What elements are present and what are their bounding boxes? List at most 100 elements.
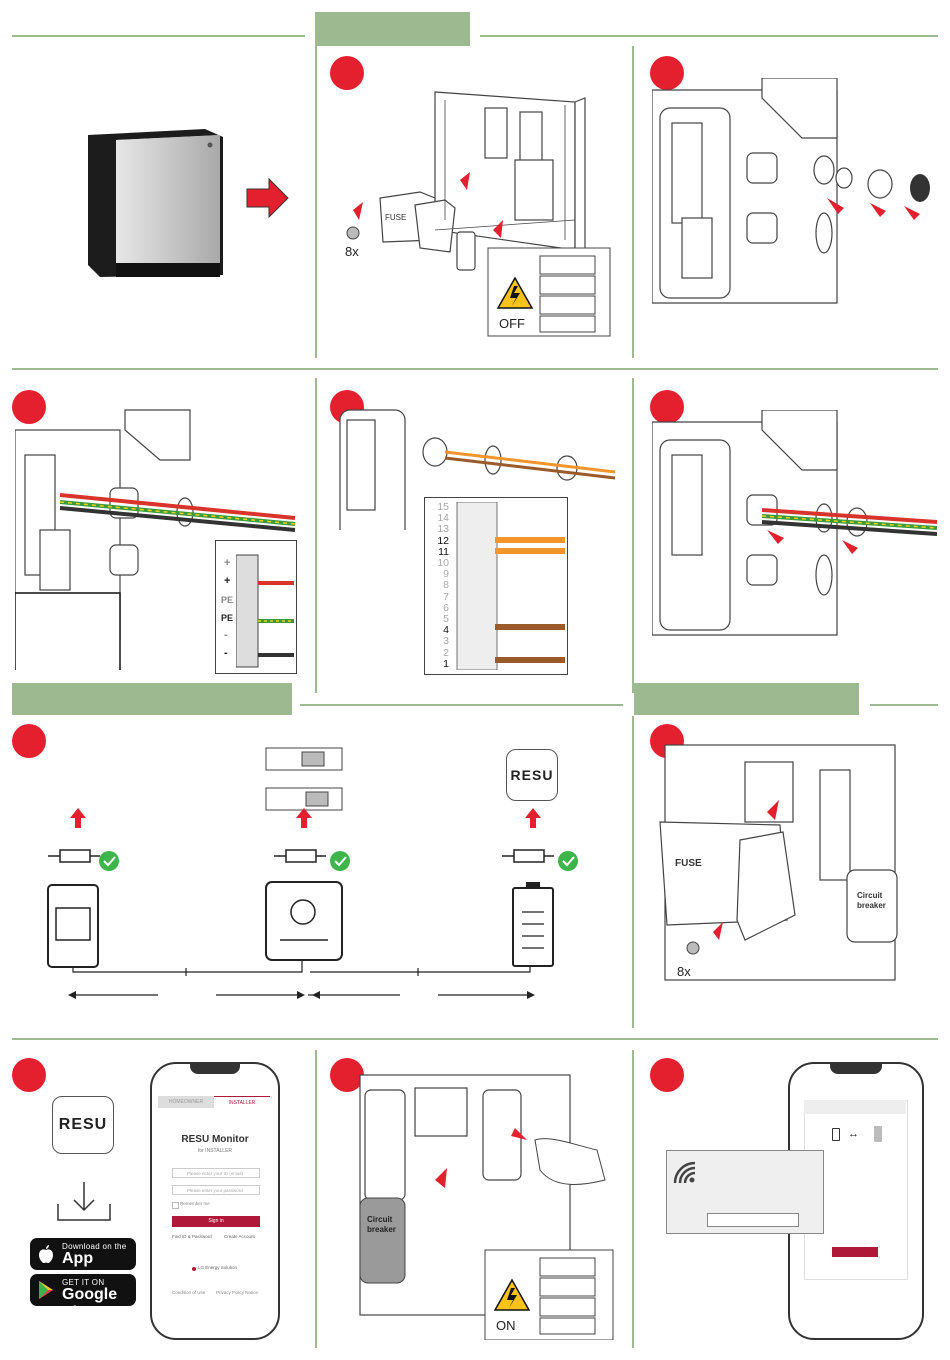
divider-col1-row1 bbox=[315, 46, 317, 358]
svg-text:FUSE: FUSE bbox=[385, 213, 406, 222]
terminal-legend: + + PE PE - - bbox=[215, 540, 297, 674]
password-field[interactable]: Please enter your password bbox=[172, 1185, 260, 1195]
resu-app-icon: RESU bbox=[506, 749, 558, 801]
divider-col2-row1 bbox=[632, 46, 634, 358]
terminal-number: 3 bbox=[443, 635, 449, 648]
phone-login-screen: HOMEOWNER INSTALLER RESU Monitor for INS… bbox=[150, 1062, 280, 1340]
divider-top-left bbox=[12, 35, 305, 37]
terminal-number: 13 bbox=[437, 523, 449, 536]
wifi-card bbox=[666, 1150, 824, 1234]
right-arrow-icon bbox=[246, 177, 289, 219]
divider-col2-row4 bbox=[632, 1050, 634, 1348]
terminal-number: 9 bbox=[443, 568, 449, 581]
step-marker bbox=[330, 56, 364, 90]
resu-logo: RESU bbox=[58, 1116, 108, 1133]
connect-button[interactable] bbox=[832, 1247, 878, 1257]
company-name: LG Energy Solution bbox=[198, 1265, 238, 1270]
terminal-number: 12 bbox=[437, 534, 449, 547]
off-label: OFF bbox=[499, 316, 525, 331]
terminal-label-pe: PE bbox=[221, 613, 234, 623]
section-tab-right bbox=[634, 683, 859, 715]
google-play-label: Google Play bbox=[62, 1286, 118, 1321]
breaker-on-illustration: Circuit breaker bbox=[359, 1074, 614, 1340]
screw-quantity: 8x bbox=[345, 244, 359, 259]
svg-text:breaker: breaker bbox=[367, 1225, 396, 1234]
divider-row1 bbox=[12, 368, 938, 370]
terminal-number: 8 bbox=[443, 579, 449, 592]
divider-row3 bbox=[12, 1038, 938, 1040]
system-diagram bbox=[47, 747, 578, 999]
tab-installer[interactable]: INSTALLER bbox=[214, 1096, 270, 1109]
app-store-button[interactable]: Download on the App Store bbox=[30, 1238, 136, 1285]
id-field[interactable]: Please enter your ID (email) bbox=[172, 1168, 260, 1178]
communication-wiring-illustration bbox=[339, 409, 616, 530]
terminal-number: 6 bbox=[443, 601, 449, 614]
section-tab-left bbox=[12, 683, 292, 715]
app-store-caption: Download on the bbox=[62, 1242, 127, 1251]
privacy-link[interactable]: Privacy Policy Notice bbox=[216, 1290, 259, 1295]
download-icon bbox=[57, 1182, 111, 1221]
terminal-number: 2 bbox=[443, 646, 449, 659]
terminal-label-minus: - bbox=[224, 647, 228, 659]
terminal-label-plus: + bbox=[224, 557, 231, 569]
step-marker bbox=[650, 56, 684, 90]
section-tab-top bbox=[315, 12, 470, 46]
on-label: ON bbox=[496, 1318, 516, 1333]
step-marker bbox=[12, 1058, 46, 1092]
terminal-number: 15 bbox=[437, 501, 449, 513]
divider-row2-mid bbox=[300, 704, 623, 706]
phone-notch bbox=[830, 1064, 882, 1074]
reattach-cover-illustration: FUSE Circuit breaker bbox=[659, 744, 898, 981]
svg-text:FUSE: FUSE bbox=[675, 858, 702, 869]
google-play-icon bbox=[39, 1281, 53, 1299]
divider-col1-row4 bbox=[315, 1050, 317, 1348]
link-arrows-icon: ↔ bbox=[848, 1128, 859, 1140]
company-logo bbox=[192, 1267, 196, 1271]
terminal-wires bbox=[236, 554, 294, 668]
terminal-block-wires bbox=[456, 502, 565, 670]
screw-quantity: 8x bbox=[677, 964, 691, 979]
terminal-label-pe: PE bbox=[221, 595, 234, 605]
login-title: RESU Monitor bbox=[181, 1134, 249, 1145]
tab-homeowner[interactable]: HOMEOWNER bbox=[158, 1096, 214, 1108]
phone-notch bbox=[190, 1064, 240, 1074]
google-play-caption: GET IT ON bbox=[62, 1278, 105, 1287]
terminal-number: 1 bbox=[443, 657, 449, 670]
svg-text:breaker: breaker bbox=[857, 901, 886, 910]
wifi-password-field[interactable] bbox=[707, 1213, 799, 1227]
terminal-number: 5 bbox=[443, 613, 449, 626]
screen-header bbox=[804, 1100, 906, 1114]
divider-col1-row2 bbox=[315, 378, 317, 693]
battery-icon bbox=[874, 1126, 882, 1142]
step-marker bbox=[330, 1058, 364, 1092]
divider-col2-row2 bbox=[632, 378, 634, 693]
divider-row2-right bbox=[870, 704, 938, 706]
terminal-label-plus: + bbox=[224, 575, 231, 587]
terminal-number: 4 bbox=[443, 624, 449, 637]
resu-logo: RESU bbox=[510, 767, 554, 783]
battery-unit-illustration bbox=[88, 129, 223, 277]
step-marker bbox=[650, 1058, 684, 1092]
find-id-link[interactable]: Find ID & Password bbox=[172, 1234, 212, 1239]
phone-icon bbox=[832, 1128, 840, 1141]
svg-text:Circuit: Circuit bbox=[367, 1215, 393, 1224]
wifi-icon bbox=[673, 1161, 696, 1184]
resu-app-icon: RESU bbox=[52, 1096, 114, 1154]
step-marker bbox=[650, 390, 684, 424]
step-marker bbox=[12, 390, 46, 424]
step-marker bbox=[12, 724, 46, 758]
conditions-link[interactable]: Condition of Use bbox=[172, 1290, 206, 1295]
tighten-gland-illustration bbox=[652, 410, 937, 636]
create-account-link[interactable]: Create Account bbox=[224, 1234, 255, 1239]
cable-gland-illustration bbox=[652, 78, 930, 304]
sign-in-button[interactable]: Sign in bbox=[172, 1216, 260, 1227]
terminal-label-minus: - bbox=[224, 629, 228, 641]
divider-col2-row3 bbox=[632, 716, 634, 1028]
remember-checkbox[interactable] bbox=[172, 1202, 179, 1209]
google-play-button[interactable]: GET IT ON Google Play bbox=[30, 1274, 136, 1321]
cover-removal-illustration: FUSE bbox=[346, 91, 611, 337]
login-subtitle: for INSTALLER bbox=[197, 1148, 233, 1154]
terminal-number: 11 bbox=[438, 545, 449, 558]
